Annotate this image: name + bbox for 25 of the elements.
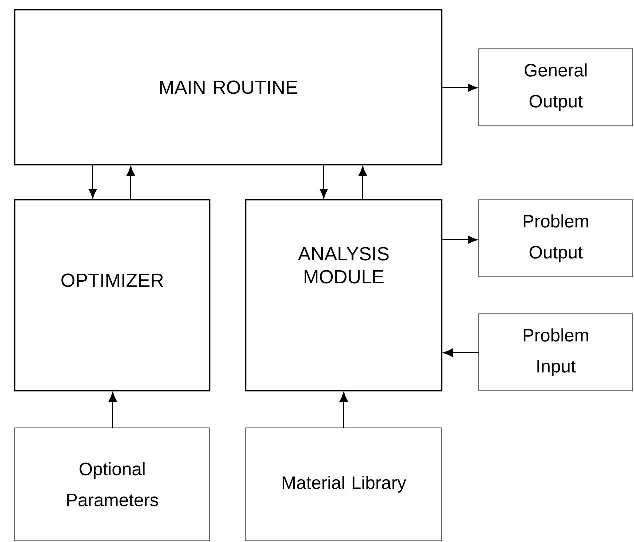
box-label: ANALYSIS MODULE (298, 247, 389, 284)
box-label: Problem Output (524, 214, 588, 262)
process-box (14, 9, 443, 166)
arrow (108, 392, 118, 428)
box-label: MAIN ROUTINE (160, 80, 298, 94)
box-label: OPTIMIZER (62, 274, 164, 288)
data-box (478, 200, 634, 278)
data-box (246, 428, 442, 542)
arrow (358, 166, 368, 200)
arrow (340, 392, 348, 428)
arrow (443, 348, 480, 358)
process-box (14, 199, 211, 392)
arrow (442, 84, 478, 92)
arrow (320, 164, 328, 199)
data-box (478, 314, 634, 392)
data-box (14, 428, 210, 542)
box-label: Optional Parameters (67, 462, 158, 507)
arrow (88, 164, 98, 199)
box-label: Material Library (282, 476, 406, 493)
data-box (478, 48, 634, 126)
box-label: General Output (524, 64, 587, 112)
box-label: Problem Input (524, 328, 588, 376)
arrow (442, 236, 478, 244)
arrow (126, 166, 136, 200)
process-box (245, 199, 443, 392)
